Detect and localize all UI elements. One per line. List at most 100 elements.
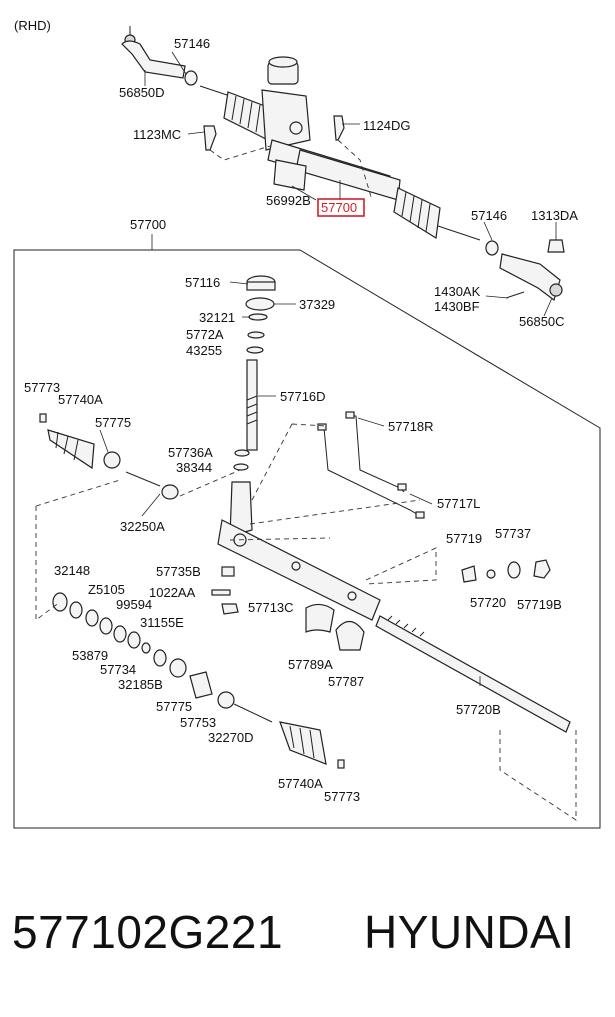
- callout-32250a: 32250A: [120, 519, 165, 534]
- callout-57719: 57719: [446, 531, 482, 546]
- part-number: 577102G221: [12, 906, 284, 958]
- callout-57718r: 57718R: [388, 419, 434, 434]
- label-56992b: [273, 159, 307, 191]
- part-99594: [85, 609, 99, 627]
- rack-housing: [217, 481, 381, 621]
- callout-56992b: 56992B: [266, 193, 311, 208]
- callout-57700-highlighted: 57700: [321, 200, 357, 215]
- callout-56850c: 56850C: [519, 314, 565, 329]
- callout-32185b: 32185B: [118, 677, 163, 692]
- callout-57787: 57787: [328, 674, 364, 689]
- callout-57773-bottom: 57773: [324, 789, 360, 804]
- boot-right: [393, 187, 481, 241]
- part-53879: [99, 617, 113, 635]
- bracket-57787: [335, 620, 365, 651]
- callout-99594: 99594: [116, 597, 152, 612]
- callout-57753: 57753: [180, 715, 216, 730]
- callout-57713c: 57713C: [248, 600, 294, 615]
- exploded-view: 57116 37329 32121 5772A 43255 57773 5774…: [24, 275, 577, 821]
- callout-43255: 43255: [186, 343, 222, 358]
- callout-32148: 32148: [54, 563, 90, 578]
- callout-38344: 38344: [176, 460, 212, 475]
- callout-57735b: 57735B: [156, 564, 201, 579]
- callout-5772a: 5772A: [186, 327, 224, 342]
- callout-1124dg: 1124DG: [363, 118, 410, 133]
- callout-1123mc: 1123MC: [133, 127, 181, 142]
- part-57713c: [221, 603, 239, 615]
- callout-57773-top: 57773: [24, 380, 60, 395]
- part-32121: [248, 313, 268, 321]
- part-57734: [113, 625, 127, 643]
- callout-57775-bottom: 57775: [156, 699, 192, 714]
- bolt-1124dg: [333, 115, 345, 141]
- part-38344: [233, 463, 249, 471]
- callout-1430bf: 1430BF: [434, 299, 480, 314]
- part-57719: [461, 565, 477, 583]
- callout-57720b: 57720B: [456, 702, 501, 717]
- screw-1430: [505, 291, 525, 299]
- bushing-57789a: [305, 603, 335, 633]
- callout-57720: 57720: [470, 595, 506, 610]
- part-57773-bottom: [337, 759, 345, 769]
- boot-57740a-top: [47, 429, 95, 470]
- part-57735b: [221, 566, 235, 577]
- callout-57719b: 57719B: [517, 597, 562, 612]
- part-57737: [507, 561, 521, 579]
- brand-name: HYUNDAI: [364, 906, 575, 958]
- callout-57716d: 57716D: [280, 389, 326, 404]
- tie-rod-end-right: [499, 239, 565, 301]
- part-43255: [246, 346, 264, 354]
- clamp-57775-bottom: [169, 658, 187, 678]
- part-37329: [245, 297, 275, 311]
- callout-57734: 57734: [100, 662, 136, 677]
- callout-z5105: Z5105: [88, 582, 125, 597]
- callout-57737: 57737: [495, 526, 531, 541]
- part-57720: [486, 569, 496, 579]
- callout-32270d: 32270D: [208, 730, 254, 745]
- callout-57789a: 57789A: [288, 657, 333, 672]
- rack-tube: [295, 149, 401, 201]
- part-32185b: [141, 642, 151, 654]
- clamp-57775-top: [103, 451, 121, 469]
- lock-nut-right: [485, 240, 499, 256]
- pinion-57716d: [246, 359, 258, 451]
- part-57719b: [533, 559, 551, 579]
- callout-57740a-top: 57740A: [58, 392, 103, 407]
- callout-37329: 37329: [299, 297, 335, 312]
- callout-57717l: 57717L: [437, 496, 480, 511]
- callout-57116: 57116: [185, 275, 220, 290]
- callout-57736a: 57736A: [168, 445, 213, 460]
- callout-1313da: 1313DA: [531, 208, 578, 223]
- callout-57700-assembly: 57700: [130, 217, 166, 232]
- callout-1022aa: 1022AA: [149, 585, 196, 600]
- callout-1430ak: 1430AK: [434, 284, 481, 299]
- part-1022aa: [211, 589, 231, 596]
- callout-31155e: 31155E: [140, 615, 184, 630]
- bolt-1123mc: [203, 125, 217, 151]
- highlighted-callout[interactable]: 57700: [317, 198, 365, 217]
- top-assembly: 57146 56850D 1123MC 1124DG 56992B 57700 …: [119, 26, 578, 329]
- callout-57146-top-left: 57146: [174, 36, 210, 51]
- callout-56850d: 56850D: [119, 85, 165, 100]
- boot-57740a-bottom: [279, 721, 327, 765]
- parts-diagram: (RHD): [13, 18, 601, 829]
- callout-57146-top-right: 57146: [471, 208, 507, 223]
- inner-tie-rod-32250a: [125, 471, 179, 500]
- callout-32121: 32121: [199, 310, 235, 325]
- inner-tie-rod-32270d: [217, 691, 273, 723]
- callout-57740a-bottom: 57740A: [278, 776, 323, 791]
- boot-left: [199, 85, 271, 141]
- part-57773-top: [39, 413, 47, 423]
- part-5772a: [247, 331, 265, 339]
- part-31155e: [127, 631, 141, 649]
- callout-53879: 53879: [72, 648, 108, 663]
- rack-bar-57720b: [375, 615, 571, 733]
- exploded-view-frame: [13, 249, 601, 829]
- lock-nut-left: [184, 70, 198, 86]
- part-z5105: [69, 601, 83, 619]
- tie-rod-end-left: [121, 26, 186, 79]
- pipe-57717l: [323, 427, 421, 517]
- part-32148: [52, 592, 68, 612]
- callout-57775-top: 57775: [95, 415, 131, 430]
- variant-label: (RHD): [14, 18, 51, 33]
